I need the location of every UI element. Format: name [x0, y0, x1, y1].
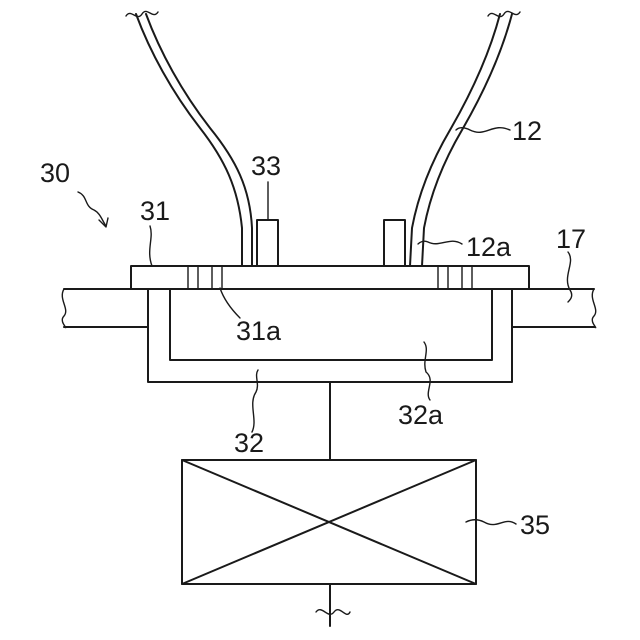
leader-lines	[78, 128, 572, 525]
leader-32	[252, 370, 258, 432]
block-33	[257, 220, 278, 266]
label-30: 30	[40, 158, 70, 188]
label-32a: 32a	[398, 400, 444, 430]
bottom-connector	[316, 584, 350, 626]
label-17: 17	[556, 224, 586, 254]
label-12a: 12a	[466, 232, 512, 262]
leader-31	[150, 226, 152, 266]
label-32: 32	[234, 428, 264, 458]
wall-17-right	[512, 289, 596, 328]
pipe-12-right	[410, 11, 520, 266]
leader-31a	[220, 288, 240, 318]
leader-12	[456, 128, 510, 133]
leader-12a	[418, 241, 462, 244]
lid-31	[131, 266, 529, 289]
label-31a: 31a	[236, 316, 282, 346]
block-12a-side	[384, 220, 405, 266]
label-35: 35	[520, 510, 550, 540]
label-31: 31	[140, 196, 170, 226]
leader-17	[567, 252, 571, 302]
wall-17-left	[62, 289, 148, 328]
container-32	[148, 289, 512, 382]
unit-35	[182, 460, 476, 584]
pipe-12-left	[126, 11, 252, 266]
leader-35	[466, 520, 516, 525]
leader-32a	[424, 342, 430, 400]
leader-30	[78, 192, 106, 226]
label-33: 33	[251, 151, 281, 181]
label-12: 12	[512, 116, 542, 146]
